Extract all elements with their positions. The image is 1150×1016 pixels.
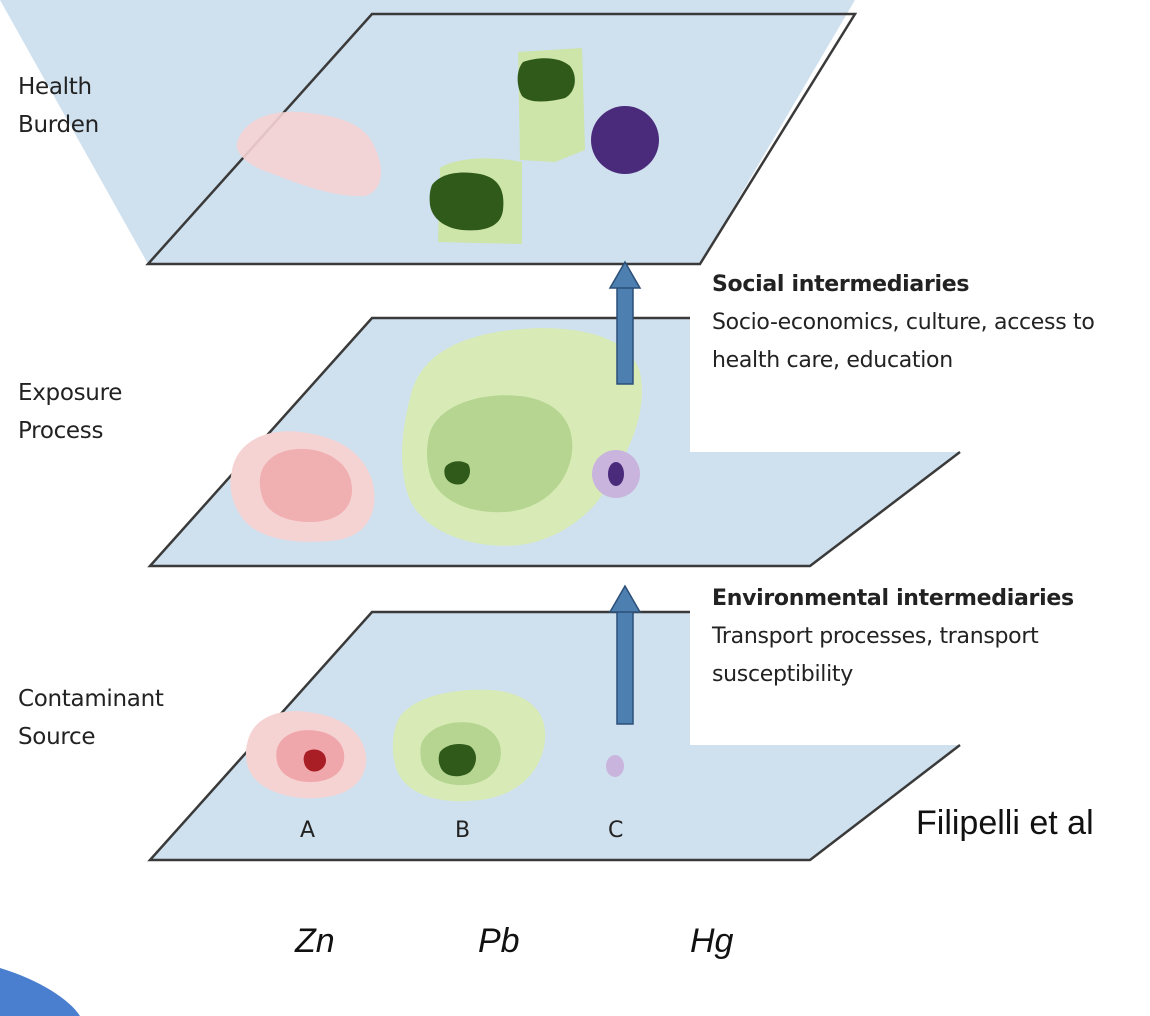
column-letter-b: B <box>455 818 471 843</box>
social-intermediaries: Social intermediaries Socio-economics, c… <box>712 266 1095 380</box>
column-letter-a: A <box>300 818 316 843</box>
health-burden-plane <box>0 0 858 266</box>
plane-health-outline <box>145 12 858 266</box>
social-arrow-head <box>608 260 642 289</box>
corner-accent-shape <box>0 968 80 1016</box>
plane-source-outline-left <box>147 610 961 862</box>
pb-health-dark-upper <box>517 58 575 102</box>
layer-label-source-line2: Source <box>18 724 96 750</box>
layer-label-health-line1: Health <box>18 74 92 100</box>
citation: Filipelli et al <box>916 804 1094 842</box>
environmental-intermediaries-line2: susceptibility <box>712 662 853 687</box>
exposure-process-plane <box>147 316 961 568</box>
environmental-intermediaries: Environmental intermediaries Transport p… <box>712 580 1074 694</box>
element-symbol-pb: Pb <box>478 922 520 960</box>
element-symbol-hg: Hg <box>690 922 734 960</box>
plane-source <box>150 612 960 860</box>
hg-source-dot <box>606 755 624 777</box>
layer-label-health-line2: Burden <box>18 112 99 138</box>
social-intermediaries-line2: health care, education <box>712 348 953 373</box>
layer-label-source-line1: Contaminant <box>18 686 164 712</box>
layer-label-exposure: Exposure Process <box>18 374 122 450</box>
social-arrow <box>608 260 642 385</box>
contaminant-source-plane <box>147 610 961 862</box>
environmental-arrow-shaft <box>616 609 634 725</box>
pb-health-dark-lower <box>429 172 504 231</box>
pb-exposure-dark <box>444 461 470 485</box>
environmental-arrow-head <box>608 584 642 613</box>
element-symbol-zn: Zn <box>295 922 335 960</box>
environmental-intermediaries-line1: Transport processes, transport <box>712 624 1039 649</box>
social-intermediaries-line1: Socio-economics, culture, access to <box>712 310 1095 335</box>
pb-source-dark <box>438 744 476 777</box>
zn-source-dark <box>303 749 326 772</box>
plane-exposure-outline-left <box>147 316 961 568</box>
zn-exposure-mid <box>259 448 352 522</box>
social-arrow-shaft <box>616 283 634 385</box>
social-intermediaries-heading: Social intermediaries <box>712 272 970 297</box>
plane-health <box>0 0 855 264</box>
hg-exposure-inner <box>608 462 624 486</box>
column-letter-c: C <box>608 818 624 843</box>
layer-label-exposure-line1: Exposure <box>18 380 123 406</box>
environmental-arrow <box>608 584 642 725</box>
environmental-intermediaries-heading: Environmental intermediaries <box>712 586 1074 611</box>
layer-label-exposure-line2: Process <box>18 418 104 444</box>
zn-health-patch <box>236 111 382 197</box>
layer-label-source: Contaminant Source <box>18 680 164 756</box>
hg-health-circle <box>591 106 659 174</box>
layer-label-health: Health Burden <box>18 68 99 144</box>
